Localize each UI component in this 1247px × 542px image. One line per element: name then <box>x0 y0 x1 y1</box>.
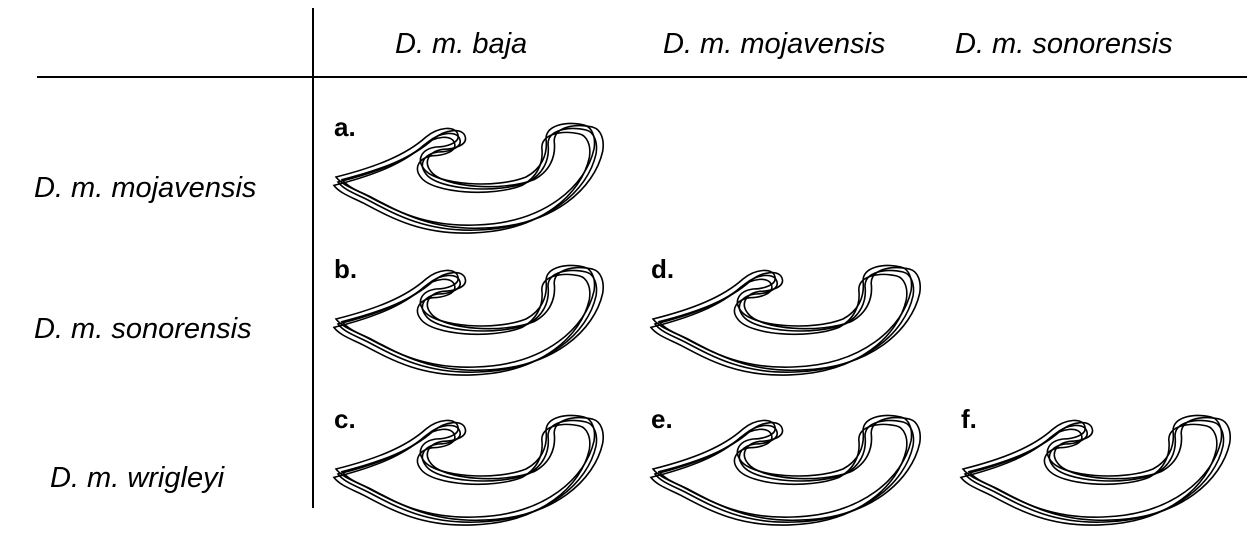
panel-a: a. <box>328 120 628 250</box>
header-divider <box>37 76 1247 78</box>
row-header-sonorensis: D. m. sonorensis <box>34 313 252 346</box>
genitalia-outline-d <box>645 262 945 392</box>
outline-path <box>655 271 914 373</box>
row-header-wrigleyi: D. m. wrigleyi <box>50 462 224 495</box>
panel-e: e. <box>645 412 945 542</box>
panel-b: b. <box>328 262 628 392</box>
panel-f: f. <box>955 412 1247 542</box>
outline-path <box>338 421 597 523</box>
genitalia-outline-c <box>328 412 628 542</box>
row-header-mojavensis: D. m. mojavensis <box>34 172 256 205</box>
panel-label-d: d. <box>651 254 674 285</box>
outline-path <box>338 129 597 231</box>
column-header-mojavensis: D. m. mojavensis <box>663 28 885 61</box>
genitalia-outline-b <box>328 262 628 392</box>
row-divider <box>312 8 314 508</box>
panel-label-c: c. <box>334 404 356 435</box>
panel-label-a: a. <box>334 112 356 143</box>
panel-d: d. <box>645 262 945 392</box>
outline-path <box>338 271 597 373</box>
panel-c: c. <box>328 412 628 542</box>
panel-label-f: f. <box>961 404 977 435</box>
genitalia-outline-f <box>955 412 1247 542</box>
genitalia-outline-e <box>645 412 945 542</box>
panel-label-e: e. <box>651 404 673 435</box>
panel-label-b: b. <box>334 254 357 285</box>
column-header-sonorensis: D. m. sonorensis <box>955 28 1173 61</box>
genitalia-outline-a <box>328 120 628 250</box>
column-header-baja: D. m. baja <box>395 28 527 61</box>
outline-path <box>655 421 914 523</box>
outline-path <box>965 421 1224 523</box>
